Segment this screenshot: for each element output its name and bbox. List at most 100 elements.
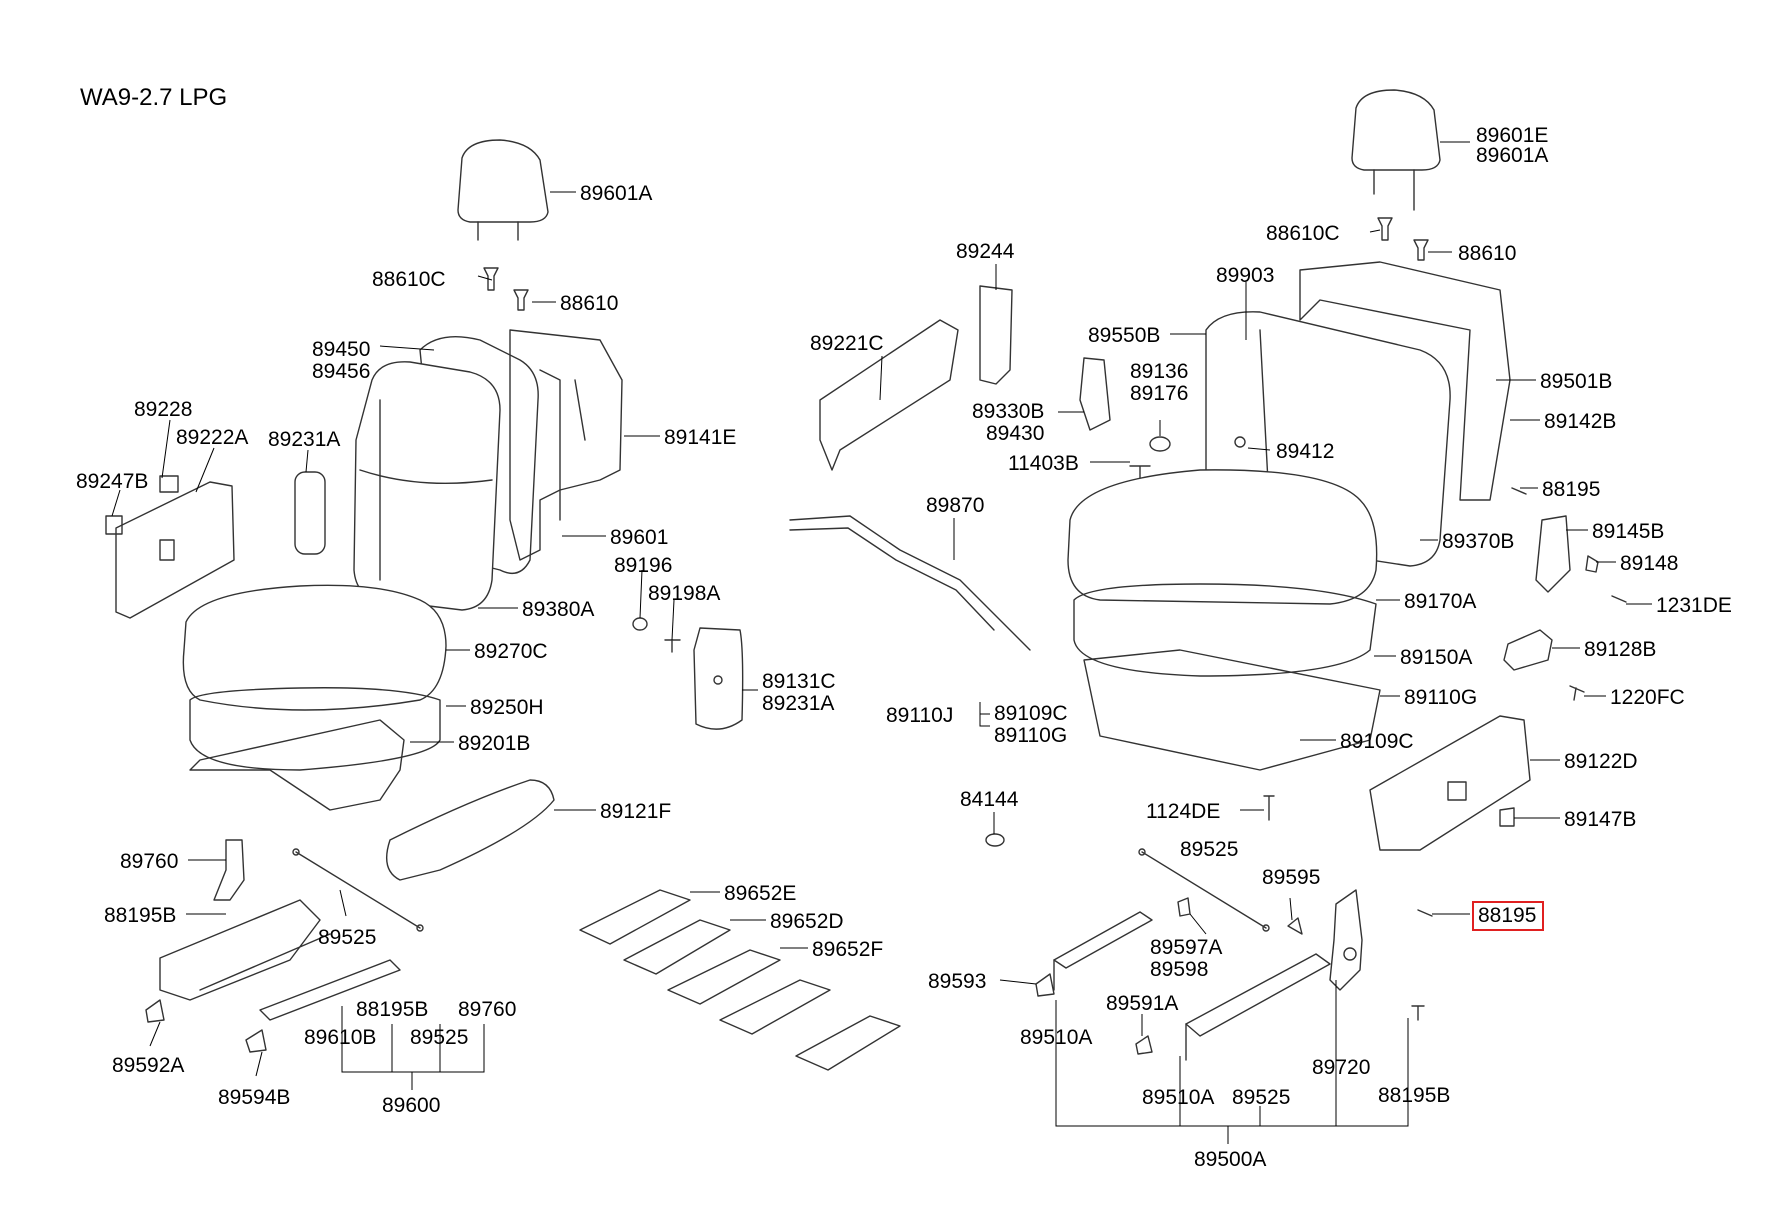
left-headrest-guide-88610C[interactable] [483, 267, 499, 291]
rail-slide-89652-5[interactable] [795, 1015, 901, 1071]
left-clip-89592A[interactable] [145, 999, 165, 1023]
label-88610C-right: 88610C [1266, 222, 1340, 245]
label-89109C-upper: 89109C [994, 702, 1068, 725]
left-side-cover-89222A[interactable] [115, 481, 235, 619]
label-89128B: 89128B [1584, 638, 1656, 661]
leader-lines [111, 141, 1652, 1144]
bolt-11403B[interactable] [1129, 465, 1151, 479]
left-cushion-pad[interactable] [189, 687, 441, 771]
right-cable-89525[interactable] [1138, 848, 1270, 932]
label-88610-left: 88610 [560, 292, 618, 315]
right-cushion-pad[interactable] [1073, 583, 1377, 677]
left-bolt-89198A[interactable] [664, 639, 681, 653]
left-cable-89525[interactable] [292, 848, 424, 932]
cap-89412[interactable] [1234, 436, 1246, 448]
right-seatback-frame[interactable] [1299, 261, 1511, 501]
left-seatback-frame[interactable] [509, 329, 623, 561]
clip-89147B[interactable] [1499, 807, 1515, 827]
left-clip-89594B[interactable] [245, 1029, 267, 1053]
bolt-88195-recliner[interactable] [1511, 487, 1527, 495]
rail-slide-89652-4[interactable] [719, 979, 831, 1035]
label-89510A-bracket: 89510A [1142, 1086, 1214, 1109]
left-clip-89228[interactable] [159, 475, 179, 493]
belt-cover-89244[interactable] [979, 285, 1013, 385]
left-cap-89231A[interactable] [294, 471, 326, 555]
label-89601A: 89601A [580, 182, 652, 205]
label-89110J: 89110J [886, 704, 953, 727]
lever-89148[interactable] [1585, 555, 1599, 573]
left-washer-89196[interactable] [632, 617, 648, 631]
side-cover-89122D[interactable] [1369, 715, 1531, 851]
label-89601E: 89601E [1476, 124, 1548, 147]
left-bracket-89760[interactable] [213, 839, 245, 901]
right-cushion[interactable] [1067, 469, 1378, 605]
diagram-title: WA9-2.7 LPG [80, 84, 227, 111]
left-seatback-pad[interactable] [419, 335, 539, 574]
label-89170A: 89170A [1404, 590, 1476, 613]
recliner-89720[interactable] [1329, 889, 1363, 991]
right-seat-frame[interactable] [1083, 649, 1381, 771]
label-88610C-left: 88610C [372, 268, 446, 291]
clip-89591A[interactable] [1135, 1035, 1153, 1055]
knob-89136[interactable] [1149, 436, 1171, 452]
left-cushion[interactable] [182, 584, 447, 711]
bolt-88195B-right[interactable] [1411, 1005, 1425, 1021]
left-seat-frame[interactable] [189, 719, 405, 811]
label-89136: 89136 [1130, 360, 1188, 383]
label-89270C: 89270C [474, 640, 548, 663]
left-headrest[interactable] [457, 139, 549, 241]
label-89380A: 89380A [522, 598, 594, 621]
left-seatback-cover[interactable] [353, 361, 501, 611]
clip-89597A[interactable] [1177, 897, 1191, 917]
label-89591A: 89591A [1106, 992, 1178, 1015]
bolt-1124DE[interactable] [1263, 795, 1275, 821]
label-89610B: 89610B [304, 1026, 376, 1049]
bolt-1220FC[interactable] [1569, 685, 1585, 701]
part-labels: 89601A 88610C 88610 89450 89456 89141E 8… [76, 124, 1732, 1171]
label-89145B: 89145B [1592, 520, 1664, 543]
label-89370B: 89370B [1442, 530, 1514, 553]
rail-slide-89652E[interactable] [579, 889, 691, 945]
label-89501B: 89501B [1540, 370, 1612, 393]
label-89652D: 89652D [770, 910, 844, 933]
label-11403B: 11403B [1008, 452, 1079, 475]
right-headrest[interactable] [1351, 89, 1441, 211]
label-89525-bracket: 89525 [410, 1026, 468, 1049]
left-headrest-guide-88610[interactable] [513, 289, 529, 311]
label-89231A-left: 89231A [268, 428, 340, 451]
left-rail-assembly[interactable] [159, 899, 401, 1021]
bolt-88195-highlighted[interactable] [1417, 909, 1433, 917]
label-88195-highlighted[interactable]: 88195 [1478, 904, 1536, 927]
recliner-cover-89145B[interactable] [1535, 515, 1571, 593]
label-89598: 89598 [1150, 958, 1208, 981]
label-89450: 89450 [312, 338, 370, 361]
rail-slide-89652F[interactable] [667, 949, 781, 1005]
left-clip-89247B[interactable] [105, 515, 123, 535]
label-89330B: 89330B [972, 400, 1044, 423]
right-headrest-guide-88610C[interactable] [1377, 217, 1393, 241]
label-89176: 89176 [1130, 382, 1188, 405]
side-cover-89221C[interactable] [819, 319, 959, 471]
label-89110G-lower: 89110G [994, 724, 1067, 747]
clip-89595[interactable] [1287, 917, 1303, 935]
left-recliner-cover-89131C[interactable] [693, 627, 744, 730]
label-88195B-left: 88195B [104, 904, 176, 927]
rail-slide-89652D[interactable] [623, 919, 731, 975]
plug-84144[interactable] [985, 833, 1005, 847]
screw-1231DE[interactable] [1611, 595, 1627, 603]
left-armrest-trim-89121F[interactable] [386, 779, 555, 881]
right-rail-right[interactable] [1185, 953, 1331, 1061]
label-89231A-right: 89231A [762, 692, 834, 715]
right-rail-left[interactable] [1053, 911, 1153, 991]
label-89720: 89720 [1312, 1056, 1370, 1079]
label-89525-right: 89525 [1180, 838, 1238, 861]
label-89221C: 89221C [810, 332, 884, 355]
seat-belt-89870[interactable] [789, 515, 1031, 651]
label-89430: 89430 [986, 422, 1044, 445]
right-headrest-guide-88610[interactable] [1413, 239, 1429, 261]
label-1124DE: 1124DE [1146, 800, 1220, 823]
handle-89128B[interactable] [1503, 629, 1553, 671]
label-89601A-right: 89601A [1476, 144, 1548, 167]
buckle-89330B[interactable] [1079, 357, 1111, 431]
clip-89593[interactable] [1035, 973, 1055, 997]
